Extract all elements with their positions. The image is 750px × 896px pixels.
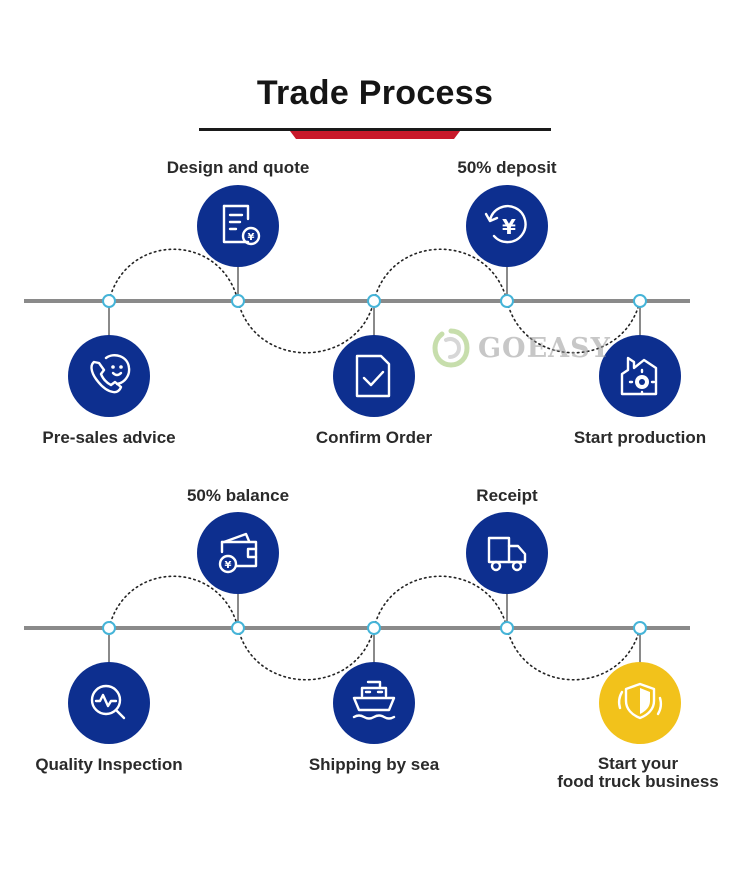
inspection-icon — [90, 684, 126, 720]
step-node-quality-inspection — [68, 662, 150, 744]
connector-arc — [108, 575, 239, 629]
step-node-pre-sales — [68, 335, 150, 417]
quote-document-icon: ¥ — [222, 204, 261, 246]
step-label-start-production: Start production — [573, 428, 707, 447]
step-node-start-business — [599, 662, 681, 744]
step-label-start-business: Start your food truck business — [557, 755, 719, 791]
connector-arc — [506, 627, 641, 681]
timeline-dot — [102, 621, 116, 635]
step-node-design-quote: ¥ — [197, 185, 279, 267]
timeline-dot — [633, 294, 647, 308]
svg-text:¥: ¥ — [502, 215, 516, 239]
factory-gear-icon — [620, 356, 658, 396]
svg-text:¥: ¥ — [248, 232, 255, 243]
step-label-confirm-order: Confirm Order — [315, 428, 433, 447]
goeasy-logo-icon — [432, 328, 470, 368]
step-node-shipping — [333, 662, 415, 744]
ship-icon — [352, 680, 396, 720]
timeline-dot — [231, 621, 245, 635]
title-accent-bar — [290, 131, 460, 139]
yen-refresh-icon: ¥ — [484, 204, 527, 244]
connector-arc — [373, 248, 508, 302]
document-check-icon — [355, 354, 391, 398]
timeline-dot — [367, 621, 381, 635]
step-node-start-production — [599, 335, 681, 417]
step-label-balance: 50% balance — [186, 486, 290, 505]
step-label-start-business-line2: food truck business — [557, 772, 719, 791]
title-underline — [199, 128, 551, 131]
connector-arc — [373, 575, 508, 629]
step-label-deposit: 50% deposit — [457, 158, 557, 177]
step-node-deposit: ¥ — [466, 185, 548, 267]
goeasy-watermark: GOEASY — [432, 328, 611, 368]
svg-text:¥: ¥ — [225, 560, 232, 571]
wallet-icon: ¥ — [218, 532, 258, 574]
page-title: Trade Process — [256, 74, 494, 112]
timeline-dot — [500, 294, 514, 308]
step-label-start-business-line1: Start your — [597, 754, 679, 773]
step-label-receipt: Receipt — [476, 486, 538, 505]
row-1: ¥ ¥ — [24, 185, 690, 417]
phone-smile-icon — [90, 354, 131, 394]
shield-badge-icon — [617, 682, 663, 720]
step-node-confirm-order — [333, 335, 415, 417]
timeline-dot — [367, 294, 381, 308]
delivery-truck-icon — [487, 536, 527, 572]
timeline-dot — [231, 294, 245, 308]
connector-arc — [506, 300, 641, 354]
step-label-shipping: Shipping by sea — [308, 755, 440, 774]
connector-arc — [237, 627, 375, 681]
step-node-balance: ¥ — [197, 512, 279, 594]
row-2: ¥ — [24, 512, 690, 744]
timeline-dot — [633, 621, 647, 635]
step-label-design-quote: Design and quote — [166, 158, 310, 177]
watermark-text: GOEASY — [478, 332, 611, 364]
step-node-receipt — [466, 512, 548, 594]
connector-arc — [237, 300, 375, 354]
timeline-dot — [102, 294, 116, 308]
step-label-quality-inspection: Quality Inspection — [35, 755, 183, 774]
connector-arc — [108, 248, 239, 302]
timeline-dot — [500, 621, 514, 635]
step-label-pre-sales: Pre-sales advice — [42, 428, 176, 447]
